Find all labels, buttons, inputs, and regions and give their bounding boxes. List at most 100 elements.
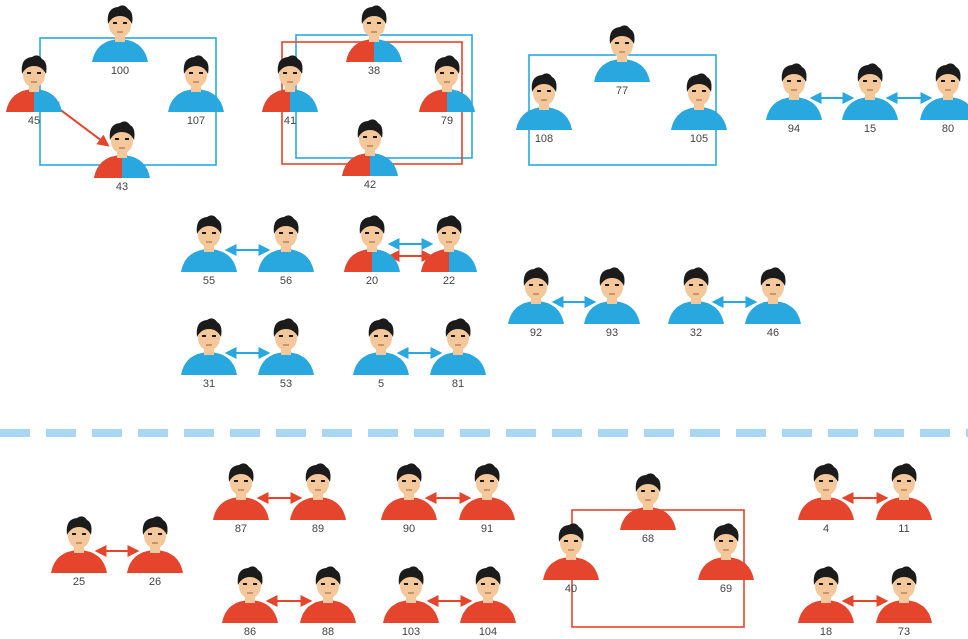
person-label: 56 [280,275,292,287]
person-avatar-icon [300,566,356,623]
person-node-15[interactable]: 15 [842,63,898,135]
person-avatar-icon [876,463,932,520]
person-label: 107 [187,115,205,127]
person-node-53[interactable]: 53 [258,318,314,390]
person-node-80[interactable]: 80 [920,63,968,135]
person-label: 91 [481,523,493,535]
person-label: 68 [642,533,654,545]
person-avatar-icon [876,566,932,623]
person-avatar-icon [290,463,346,520]
person-node-20[interactable]: 20 [344,215,400,287]
person-node-32[interactable]: 32 [668,267,724,339]
person-node-93[interactable]: 93 [584,267,640,339]
person-avatar-icon [92,5,148,62]
person-node-79[interactable]: 79 [419,55,475,127]
person-avatar-icon [842,63,898,120]
person-avatar-icon [181,215,237,272]
person-node-89[interactable]: 89 [290,463,346,535]
person-avatar-icon [798,463,854,520]
person-avatar-icon [543,523,599,580]
person-avatar-icon [258,215,314,272]
person-avatar-icon [508,267,564,324]
person-label: 40 [565,583,577,595]
person-node-104[interactable]: 104 [460,566,516,638]
person-label: 25 [73,576,85,588]
person-label: 86 [244,626,256,638]
person-avatar-icon [258,318,314,375]
person-node-25[interactable]: 25 [51,516,107,588]
person-label: 69 [720,583,732,595]
person-avatar-icon [51,516,107,573]
person-node-4[interactable]: 4 [798,463,854,535]
person-avatar-icon [342,119,398,176]
person-node-105[interactable]: 105 [671,73,727,145]
person-node-77[interactable]: 77 [594,25,650,97]
person-node-81[interactable]: 81 [430,318,486,390]
person-node-5[interactable]: 5 [353,318,409,390]
person-label: 87 [235,523,247,535]
person-node-40[interactable]: 40 [543,523,599,595]
person-node-94[interactable]: 94 [766,63,822,135]
person-avatar-icon [766,63,822,120]
person-node-108[interactable]: 108 [516,73,572,145]
person-node-91[interactable]: 91 [459,463,515,535]
person-label: 100 [111,65,129,77]
person-avatar-icon [584,267,640,324]
person-node-69[interactable]: 69 [698,523,754,595]
person-node-92[interactable]: 92 [508,267,564,339]
person-label: 88 [322,626,334,638]
person-node-41[interactable]: 41 [262,55,318,127]
person-label: 46 [767,327,779,339]
person-node-31[interactable]: 31 [181,318,237,390]
person-avatar-icon [421,215,477,272]
person-avatar-icon [213,463,269,520]
person-label: 45 [28,115,40,127]
person-label: 43 [116,181,128,193]
person-label: 105 [690,133,708,145]
person-node-68[interactable]: 68 [620,473,676,545]
person-node-46[interactable]: 46 [745,267,801,339]
person-node-22[interactable]: 22 [421,215,477,287]
person-node-56[interactable]: 56 [258,215,314,287]
person-avatar-icon [222,566,278,623]
person-avatar-icon [94,121,150,178]
person-label: 11 [898,523,909,535]
person-node-11[interactable]: 11 [876,463,932,535]
person-node-18[interactable]: 18 [798,566,854,638]
person-node-55[interactable]: 55 [181,215,237,287]
person-avatar-icon [460,566,516,623]
person-avatar-icon [168,55,224,112]
person-avatar-icon [920,63,968,120]
person-label: 81 [452,378,464,390]
person-node-26[interactable]: 26 [127,516,183,588]
person-avatar-icon [668,267,724,324]
person-label: 104 [479,626,497,638]
person-avatar-icon [381,463,437,520]
person-label: 55 [203,275,215,287]
person-avatar-icon [620,473,676,530]
person-avatar-icon [459,463,515,520]
person-label: 80 [942,123,954,135]
person-avatar-icon [698,523,754,580]
person-node-42[interactable]: 42 [342,119,398,191]
person-node-107[interactable]: 107 [168,55,224,127]
person-avatar-icon [383,566,439,623]
person-node-90[interactable]: 90 [381,463,437,535]
person-avatar-icon [798,566,854,623]
person-node-45[interactable]: 45 [6,55,62,127]
person-node-100[interactable]: 100 [92,5,148,77]
person-node-38[interactable]: 38 [346,5,402,77]
person-label: 5 [378,378,384,390]
person-avatar-icon [745,267,801,324]
person-node-88[interactable]: 88 [300,566,356,638]
person-node-73[interactable]: 73 [876,566,932,638]
person-label: 77 [616,85,628,97]
person-node-87[interactable]: 87 [213,463,269,535]
person-avatar-icon [346,5,402,62]
person-node-86[interactable]: 86 [222,566,278,638]
person-node-103[interactable]: 103 [383,566,439,638]
person-label: 79 [441,115,453,127]
person-label: 41 [284,115,296,127]
person-label: 4 [823,523,829,535]
person-node-43[interactable]: 43 [94,121,150,193]
